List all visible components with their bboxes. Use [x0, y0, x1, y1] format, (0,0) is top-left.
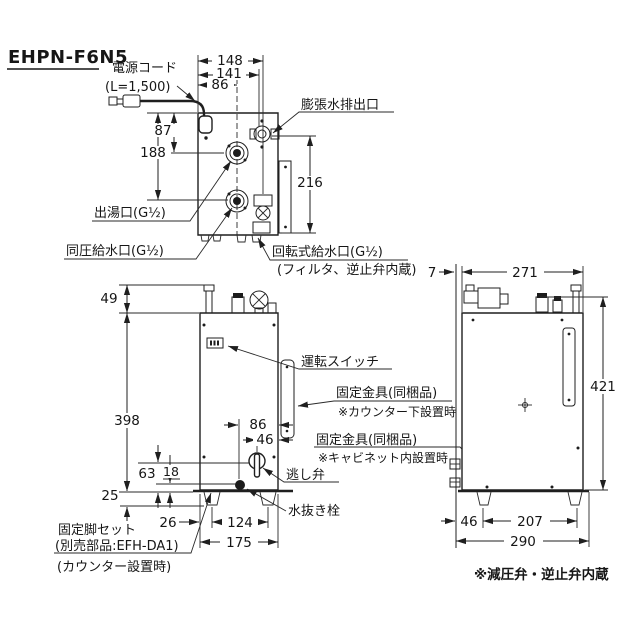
counter-bracket-tab	[281, 360, 294, 438]
dim-46-side-value: 46	[460, 514, 477, 530]
dim-216-value: 216	[297, 175, 323, 191]
power-cord-length-label: (L=1,500)	[105, 80, 171, 95]
tank-side-outline	[462, 313, 583, 490]
operation-switch-label: 運転スイッチ	[301, 355, 379, 370]
expansion-outlet-label: 膨張水排出口	[301, 98, 379, 113]
center-mark	[518, 398, 532, 412]
foot-right	[260, 492, 276, 505]
drain-plug-label: 水抜き栓	[288, 503, 340, 519]
side-flange	[279, 161, 291, 233]
leader-hot-water-outlet	[92, 161, 231, 221]
dim-49-value: 49	[100, 291, 117, 307]
leg-set-note: (カウンター設置時)	[57, 559, 171, 575]
dim-398-value: 398	[114, 413, 140, 429]
dim-271-value: 271	[512, 265, 538, 281]
dim-188-value: 188	[140, 145, 166, 161]
bracket-counter-note: ※カウンター下設置時	[338, 404, 456, 419]
dim-25-value: 25	[101, 488, 118, 504]
leader-expansion-outlet	[273, 112, 394, 133]
pressure-inlet-label: 同圧給水口(G½)	[66, 244, 164, 259]
dim-18-value: 18	[163, 464, 179, 479]
rotary-inlet-label: 回転式給水口(G½)	[272, 245, 383, 260]
bracket-cabinet-label: 固定金具(同梱品)	[316, 432, 417, 448]
dim-46-front-value: 46	[256, 432, 273, 448]
bracket-counter-label: 固定金具(同梱品)	[336, 385, 437, 401]
leg-set-label: 固定脚セット	[58, 522, 136, 538]
leader-bracket-counter	[298, 401, 452, 408]
rotary-inlet-assembly	[253, 195, 272, 233]
dim-175-value: 175	[226, 535, 252, 551]
rotary-inlet-note: (フィルタ、逆止弁内蔵)	[277, 262, 417, 278]
foot-right-side	[568, 492, 582, 505]
cord-grommet	[199, 116, 212, 133]
operation-switch	[207, 338, 223, 348]
side-view: 7 271 421 46 207 290 ※減圧弁・逆止弁内蔵	[428, 264, 622, 583]
hot-water-outlet-label: 出湯口(G½)	[94, 206, 166, 221]
dim-7-value: 7	[428, 265, 437, 281]
relief-valve-label: 逃し弁	[286, 468, 325, 483]
dim-207-value: 207	[517, 514, 543, 530]
cabinet-bracket-clips	[450, 459, 460, 487]
leader-rotary-inlet	[258, 238, 408, 260]
leader-operation-switch	[228, 346, 392, 369]
leader-pressure-inlet	[64, 208, 232, 259]
valve-builtin-note: ※減圧弁・逆止弁内蔵	[474, 566, 609, 583]
power-cord-graphic	[109, 95, 212, 140]
foot-left	[204, 492, 220, 505]
rear-bracket-plate	[563, 328, 575, 406]
front-view: 49 398 63 18 25 26 124 175 86 46 運転スイッチ …	[54, 285, 496, 575]
dim-86-front-value: 86	[249, 417, 266, 433]
side-top-piping	[464, 285, 581, 313]
dim-63-value: 63	[138, 466, 155, 482]
dim-421-value: 421	[590, 379, 616, 395]
leader-leg-set	[54, 493, 211, 553]
dim-26-value: 26	[159, 515, 176, 531]
hot-water-outlet-port	[226, 142, 248, 164]
top-view: 148 141 86 87 188 216 電源コード (L=1,500) 膨張…	[64, 53, 417, 278]
leg-set-part-label: (別売部品:EFH-DA1)	[55, 538, 179, 554]
foot-left-side	[477, 492, 491, 505]
dim-87-value: 87	[154, 123, 171, 139]
power-cord-label: 電源コード	[112, 61, 177, 76]
leader-drain-plug	[247, 489, 286, 511]
relief-valve	[249, 453, 265, 477]
leader-power-cord	[177, 86, 195, 101]
dim-86-top-value: 86	[211, 77, 228, 93]
dim-148-value: 148	[217, 53, 243, 69]
drain-plug-dot	[235, 480, 245, 490]
leader-relief-valve	[263, 468, 339, 482]
model-title: EHPN-F6N5	[8, 47, 128, 68]
dim-290-value: 290	[510, 534, 536, 550]
front-top-piping	[204, 285, 276, 313]
bracket-cabinet-note: ※キャビネット内設置時	[318, 450, 448, 465]
pressure-inlet-port	[226, 190, 248, 212]
dim-124-value: 124	[227, 515, 253, 531]
dim-141-value: 141	[216, 66, 242, 82]
